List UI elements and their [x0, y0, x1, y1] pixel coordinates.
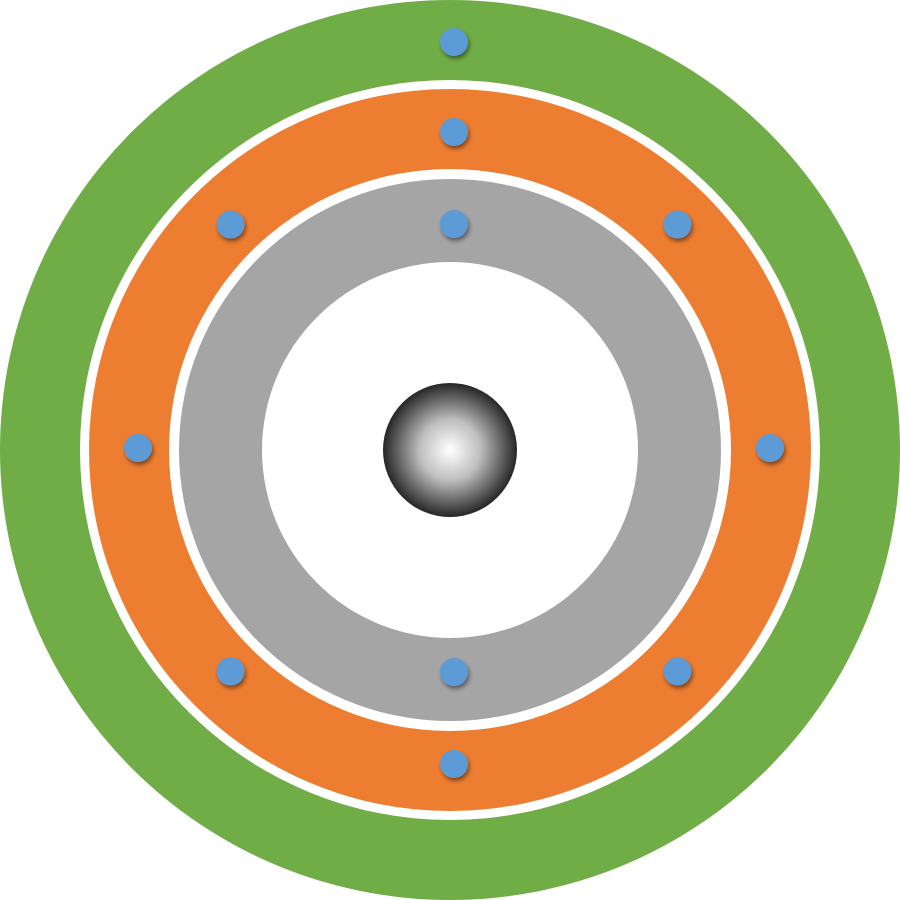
electron-middle-2	[663, 210, 692, 239]
electron-middle-8	[216, 210, 245, 239]
electron-middle-4	[663, 657, 692, 686]
electron-inner-1	[440, 210, 468, 238]
electron-middle-7	[124, 434, 152, 462]
electrons-group	[124, 28, 784, 778]
electron-middle-5	[440, 750, 468, 778]
electron-middle-3	[756, 434, 784, 462]
electron-middle-6	[216, 657, 245, 686]
nucleus	[383, 383, 517, 517]
electron-outer-1	[440, 28, 468, 56]
electron-inner-2	[440, 658, 468, 686]
nucleus-group	[383, 383, 517, 517]
electron-middle-1	[440, 118, 468, 146]
